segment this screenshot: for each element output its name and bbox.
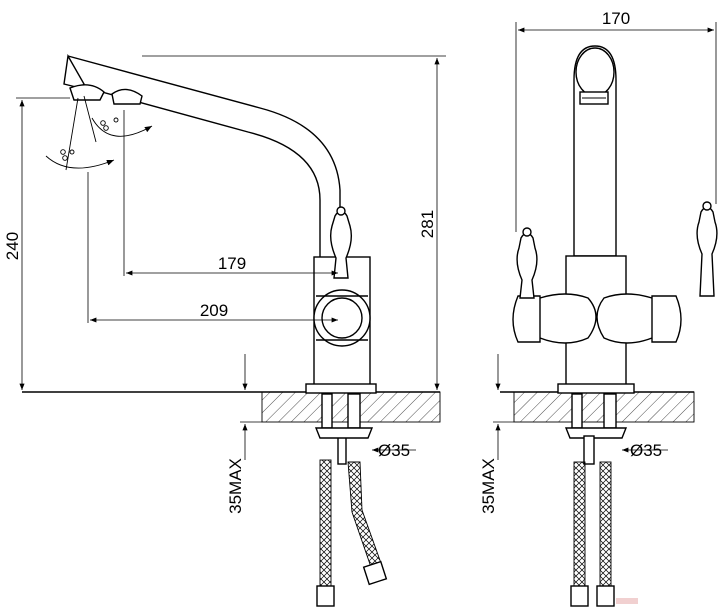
front-view: 170 Ø35 35MAX <box>479 9 718 607</box>
watermark-mark <box>616 598 638 604</box>
dim-reach-inner: 179 <box>218 254 246 273</box>
dim-hole-side: Ø35 <box>378 441 410 460</box>
dim-width-total: 170 <box>602 9 630 28</box>
dim-height-spout: 240 <box>3 232 22 260</box>
dim-height-total: 281 <box>418 210 437 238</box>
dim-hole-front: Ø35 <box>630 441 662 460</box>
dim-reach-outer: 209 <box>200 301 228 320</box>
dim-max-thickness-side: 35MAX <box>226 458 245 514</box>
side-view: 281 240 179 209 Ø35 35MAX <box>3 53 446 607</box>
dim-max-thickness-front: 35MAX <box>479 458 498 514</box>
